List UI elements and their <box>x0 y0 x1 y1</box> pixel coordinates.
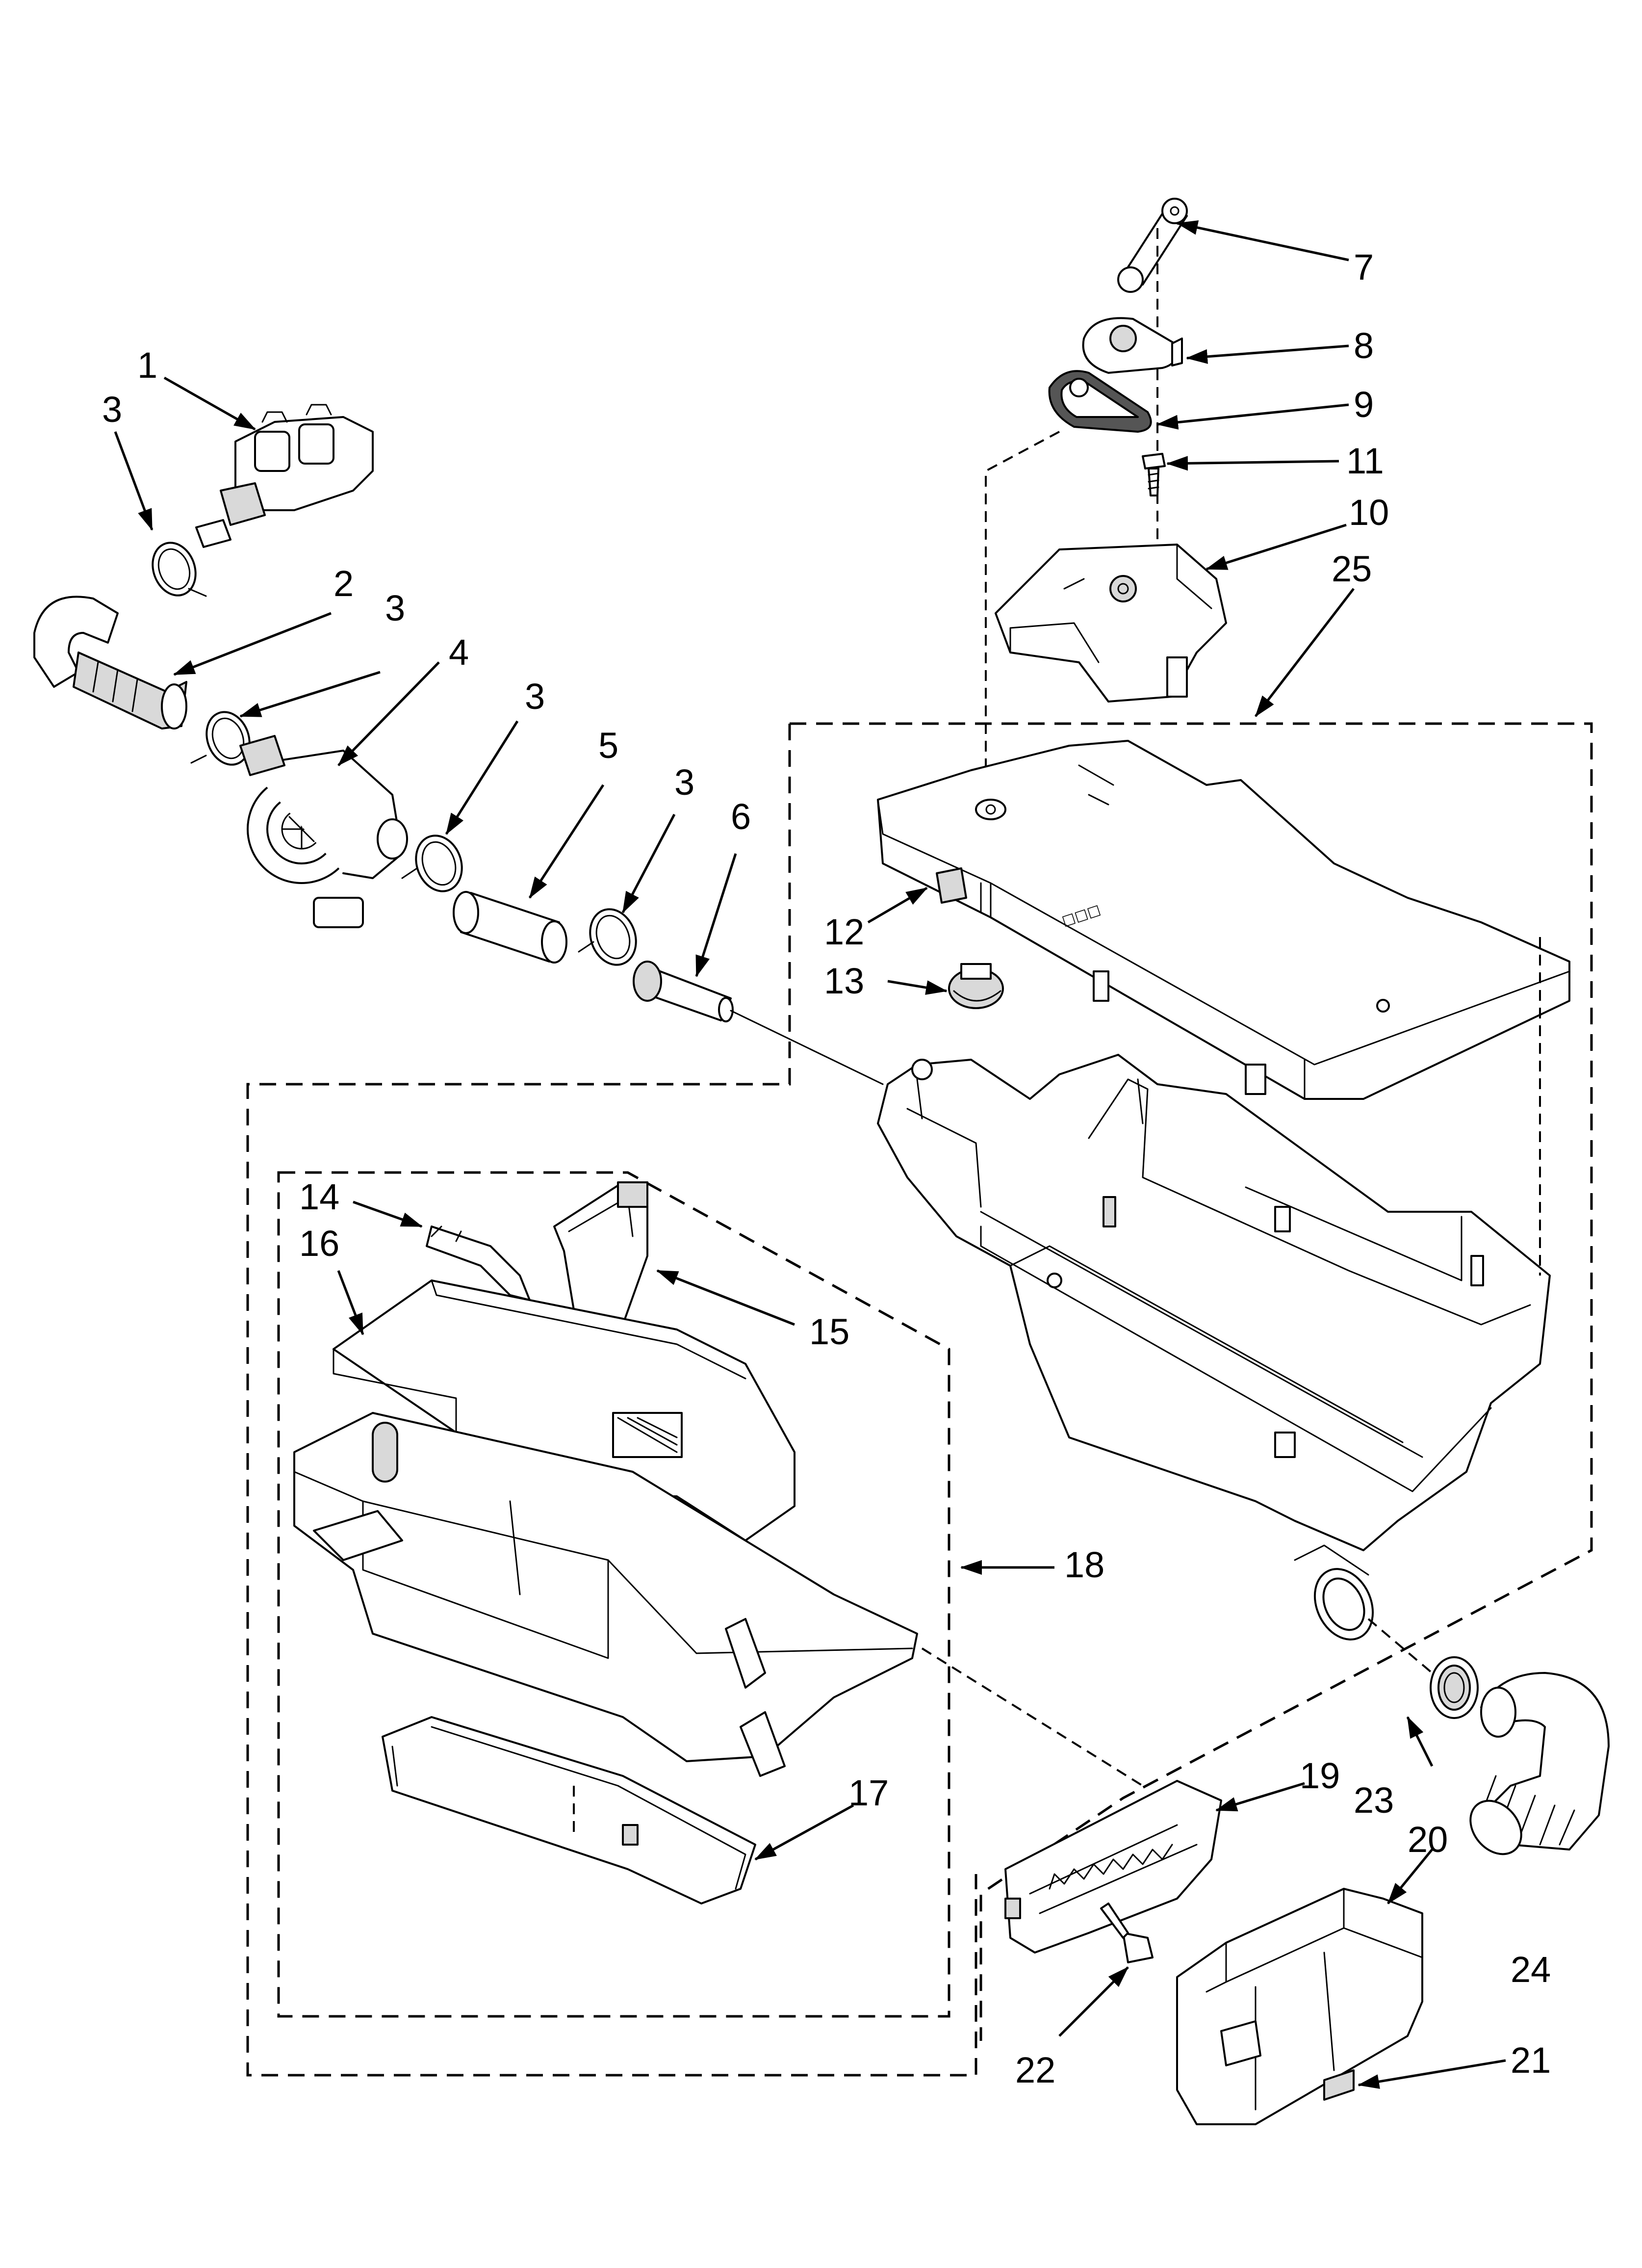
dispenser-housing <box>877 1054 1551 1551</box>
label-part-23: 23 <box>1354 1780 1394 1821</box>
label-part-24: 24 <box>1511 1949 1551 1990</box>
label-part-8: 8 <box>1354 325 1374 366</box>
drawer-front-leader-line <box>921 1647 1144 1787</box>
label-part-4: 4 <box>449 632 469 673</box>
tube-part-5 <box>453 891 567 964</box>
outlet-leader-line <box>1367 1618 1433 1674</box>
front-panel-part-20 <box>1176 1888 1423 2125</box>
label-part-13: 13 <box>824 961 864 1001</box>
label-part-3a: 3 <box>102 389 122 430</box>
nozzle-leader-line <box>730 1010 884 1085</box>
label-part-22: 22 <box>1015 2050 1055 2090</box>
assembly-boundary-25 <box>790 722 1593 2041</box>
label-part-12: 12 <box>824 912 864 952</box>
label-part-3c: 3 <box>525 676 545 717</box>
hose-clamp-part-3d <box>578 908 637 966</box>
actuator-part-10 <box>995 544 1227 703</box>
screw-part-22 <box>1100 1903 1154 1963</box>
label-part-3d: 3 <box>674 762 694 803</box>
air-gap-part-4 <box>239 735 408 928</box>
gasket-part-9 <box>1048 370 1152 433</box>
cam-plate-part-8 <box>1082 317 1183 374</box>
assembly-boundary-dispenser <box>277 1171 950 2018</box>
drawer-handle-part-17 <box>382 1716 756 1904</box>
label-part-19: 19 <box>1300 1755 1340 1796</box>
label-part-6: 6 <box>731 796 751 837</box>
hose-clamp-part-3a <box>152 542 207 597</box>
grommet-part-23 <box>1430 1656 1479 1719</box>
label-part-11: 11 <box>1346 441 1384 481</box>
drawer-part-16 <box>293 1279 918 1777</box>
softener-cup-part-15 <box>553 1181 648 1326</box>
nozzle-part-6 <box>633 961 734 1022</box>
assembly-boundary-18 <box>246 724 977 2077</box>
callout-labels: 1 3 2 3 4 3 5 3 6 7 8 9 11 10 25 12 13 1… <box>102 247 1551 2090</box>
badge-part-21 <box>1323 2069 1355 2101</box>
label-part-7: 7 <box>1354 247 1374 287</box>
label-part-15: 15 <box>809 1311 849 1352</box>
gasket-leader-line <box>985 431 1060 775</box>
handle-bracket-part-19 <box>1004 1780 1222 1954</box>
cap-part-13 <box>948 963 1004 1009</box>
label-part-17: 17 <box>848 1773 889 1813</box>
screw-part-11 <box>1142 453 1166 496</box>
hose-clamp-part-3b <box>190 711 251 766</box>
label-part-21: 21 <box>1511 2040 1551 2081</box>
inlet-hose-part-2 <box>33 596 187 730</box>
label-part-3b: 3 <box>385 588 405 628</box>
label-part-1: 1 <box>137 345 157 386</box>
label-part-5: 5 <box>598 725 618 766</box>
hose-clamp-part-3c <box>401 834 463 892</box>
leader-arrows <box>114 220 1506 2089</box>
outlet-port <box>1294 1544 1374 1641</box>
label-part-16: 16 <box>299 1223 339 1264</box>
label-part-10: 10 <box>1349 492 1389 533</box>
label-part-25: 25 <box>1332 548 1372 589</box>
label-part-9: 9 <box>1354 384 1374 425</box>
label-part-18: 18 <box>1064 1544 1104 1585</box>
drain-hose-part-24 <box>1469 1672 1610 1855</box>
label-part-20: 20 <box>1408 1819 1448 1860</box>
water-valve-part-1 <box>195 404 374 548</box>
dispenser-lid-part-25: ☐☐☐ <box>877 740 1570 1100</box>
label-part-14: 14 <box>299 1176 339 1217</box>
label-part-2: 2 <box>334 563 354 604</box>
link-arm-part-7 <box>1117 198 1188 293</box>
